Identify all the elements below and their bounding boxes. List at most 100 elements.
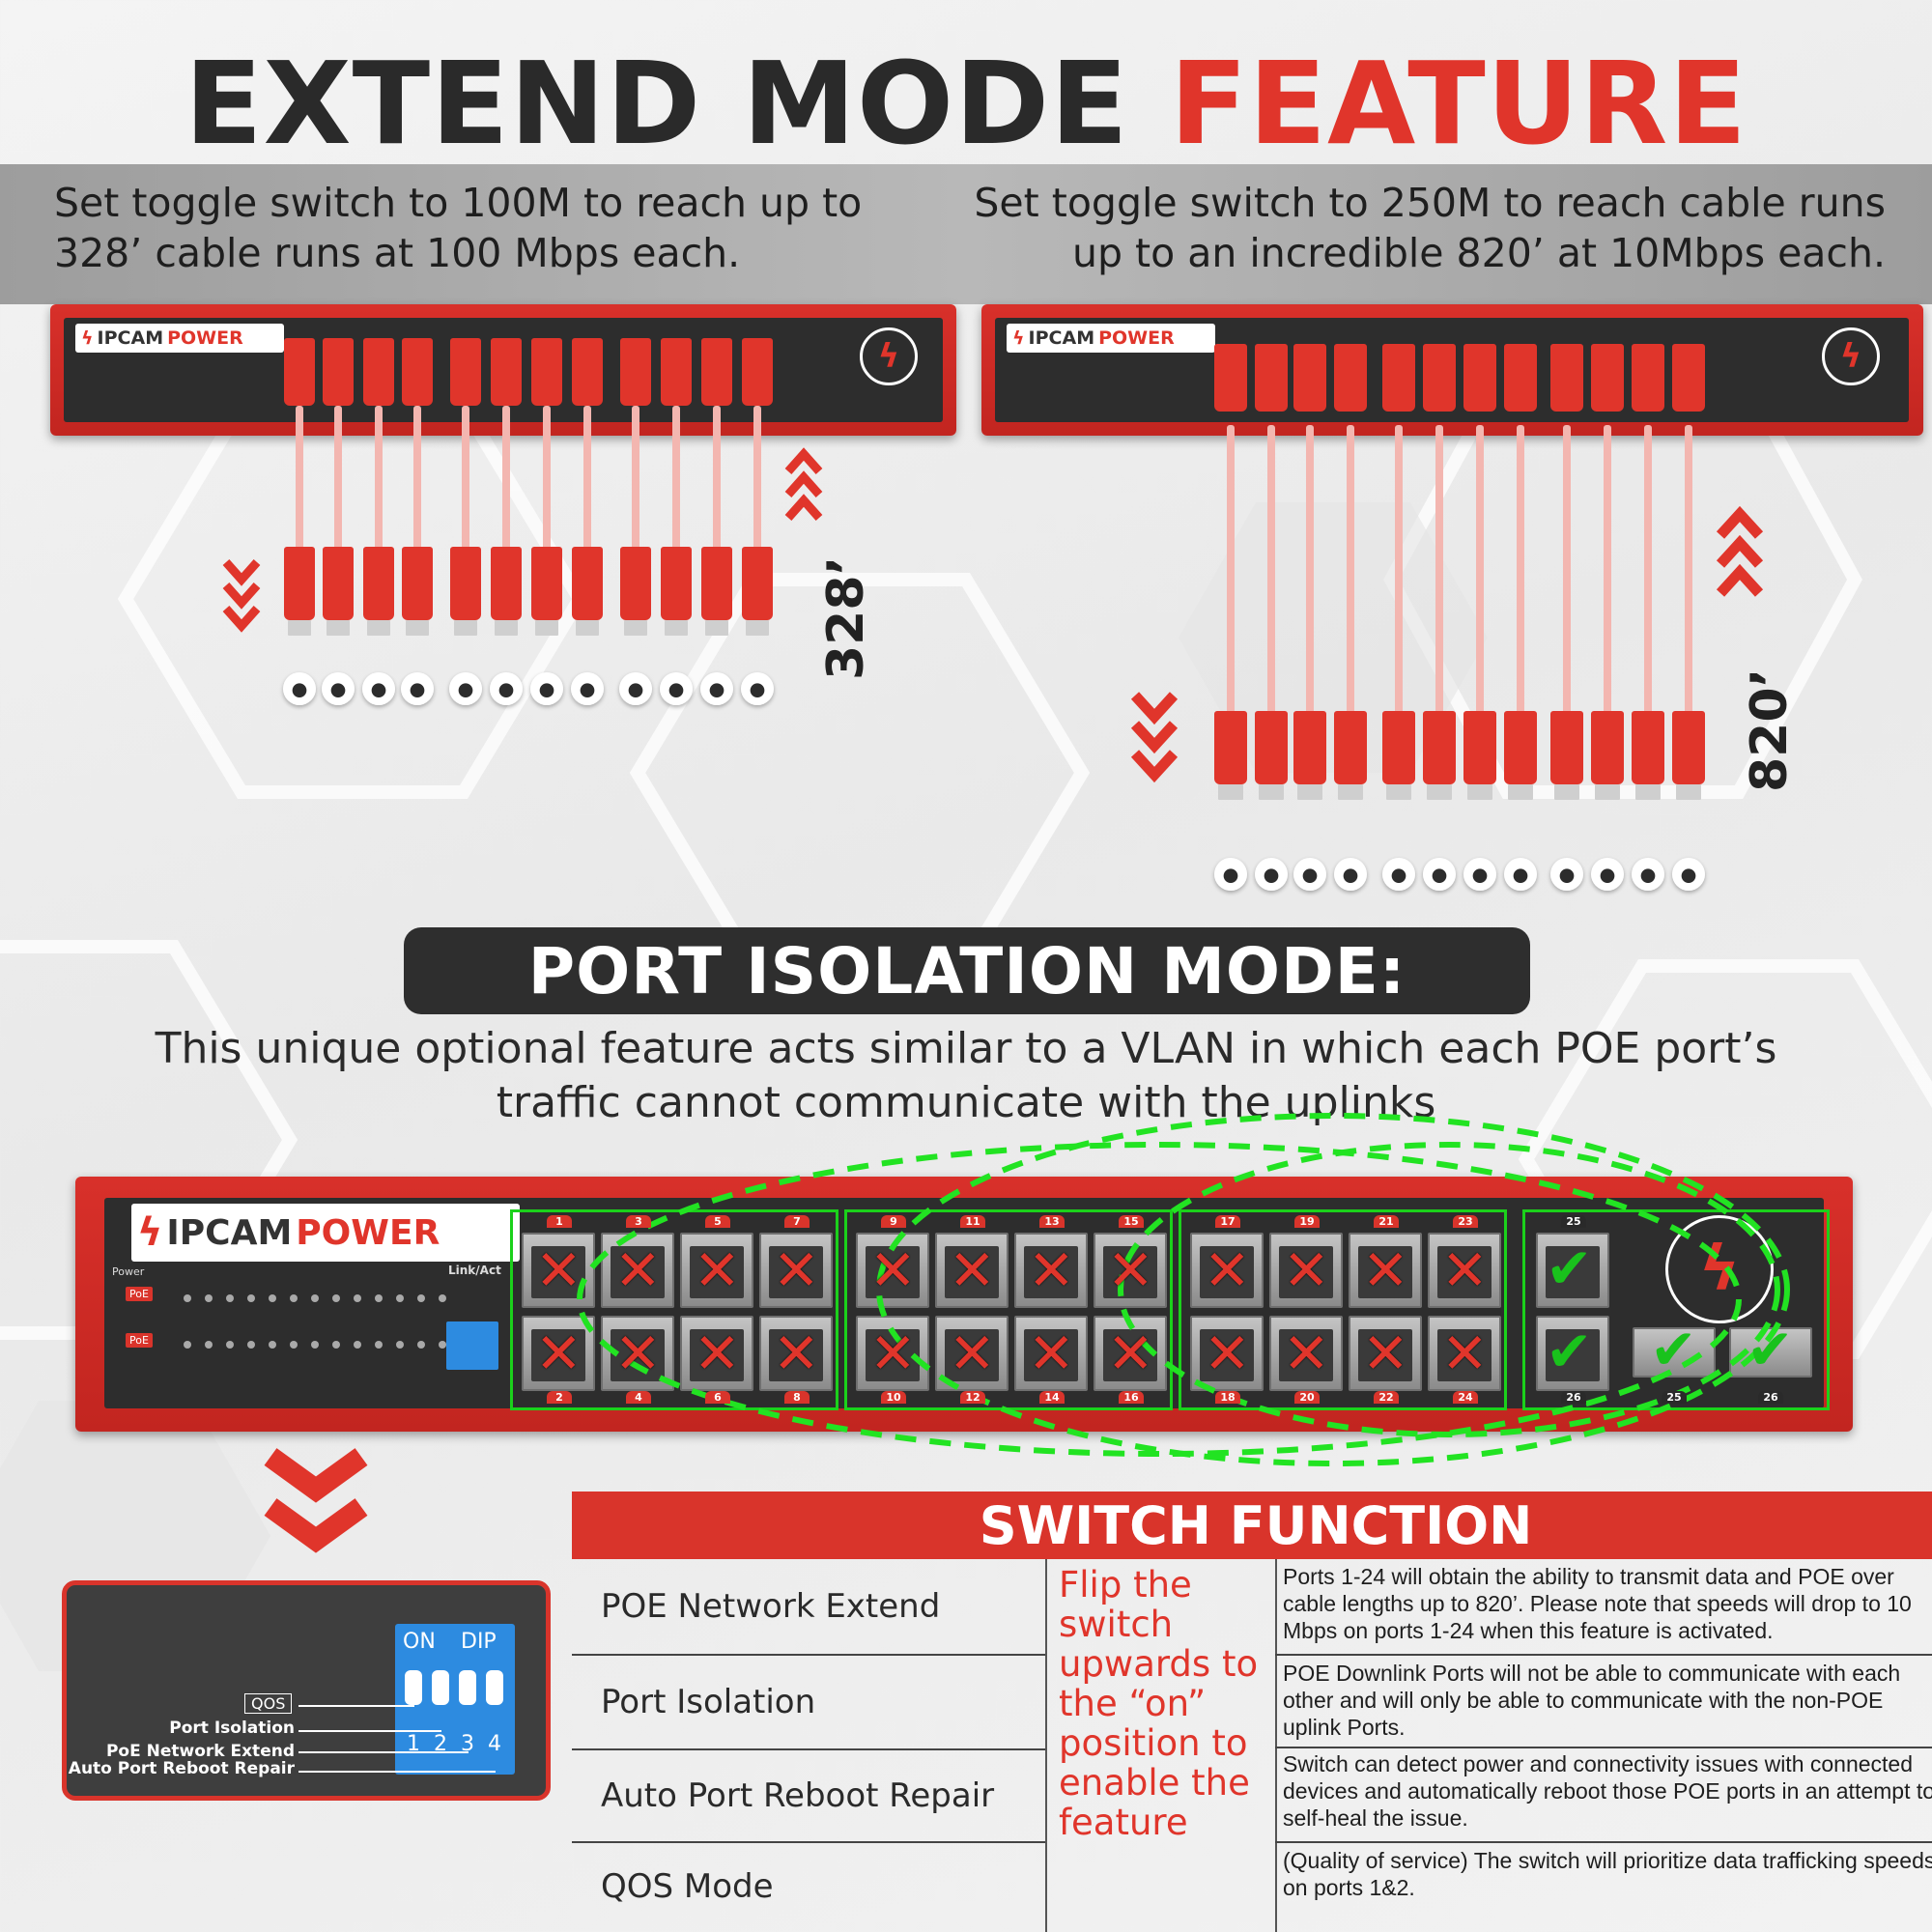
sfp-port [1633, 1327, 1716, 1378]
rj45-plug-tip [665, 620, 688, 636]
rj45-plug-tip [1297, 784, 1322, 800]
bolt-icon: ϟ [81, 327, 94, 349]
rj45-port [935, 1316, 1009, 1391]
rj45-plug [323, 547, 354, 620]
flip-instruction: Flip the switch upwards to the “on” posi… [1059, 1564, 1259, 1843]
extend-100m-text: Set toggle switch to 100M to reach up to… [54, 180, 863, 276]
camera-icon [741, 672, 774, 705]
rj45-port [1349, 1316, 1422, 1391]
port-number-label: 22 [1374, 1391, 1399, 1404]
rj45-plug [491, 338, 522, 406]
ethernet-cable [1685, 425, 1692, 715]
led-indicator [290, 1294, 298, 1302]
rj45-port [1190, 1316, 1264, 1391]
rj45-plug [1255, 344, 1288, 412]
rj45-plug [1293, 711, 1326, 784]
led-indicator [439, 1341, 446, 1349]
rj45-plug [1550, 344, 1583, 412]
blocked-x-icon: ✕ [614, 1237, 662, 1303]
ethernet-cable [462, 406, 469, 551]
port-number-label: 2 [547, 1391, 572, 1404]
blocked-x-icon: ✕ [1204, 1321, 1251, 1386]
rj45-plug-tip [1259, 784, 1284, 800]
port-number-label: 18 [1215, 1391, 1240, 1404]
rj45-port [522, 1316, 595, 1391]
dip-lever-2[interactable] [432, 1670, 449, 1705]
led-indicator [417, 1341, 425, 1349]
rj45-port [1349, 1233, 1422, 1308]
dip-switch[interactable]: ON DIP 1 2 3 4 [395, 1624, 515, 1775]
blocked-x-icon: ✕ [869, 1237, 917, 1303]
poe-label-bottom: PoE [126, 1333, 153, 1348]
rj45-plug-tip [624, 620, 647, 636]
ethernet-cable [1306, 425, 1314, 715]
led-indicator [311, 1341, 319, 1349]
rj45-plug [1632, 344, 1664, 412]
rj45-plug [450, 338, 481, 406]
rj45-plug-tip [327, 620, 350, 636]
rj45-plug [1632, 711, 1664, 784]
rj45-plug [620, 547, 651, 620]
rj45-plug [1382, 711, 1415, 784]
rj45-port [680, 1233, 753, 1308]
blocked-x-icon: ✕ [535, 1237, 582, 1303]
rj45-port [1014, 1233, 1088, 1308]
rj45-port [1269, 1316, 1343, 1391]
up-chevron-icon [784, 447, 823, 521]
port-number-label: 1 [547, 1215, 572, 1228]
blocked-x-icon: ✕ [869, 1321, 917, 1386]
blocked-x-icon: ✕ [1204, 1237, 1251, 1303]
rj45-port [759, 1233, 833, 1308]
camera-icon [1672, 858, 1705, 891]
dip-lever-1[interactable] [405, 1670, 422, 1705]
rj45-plug-tip [1386, 784, 1411, 800]
led-indicator [269, 1294, 276, 1302]
camera-icon [362, 672, 395, 705]
ethernet-cable [502, 406, 510, 551]
camera-icon [1293, 858, 1326, 891]
dip-lever-3[interactable] [459, 1670, 476, 1705]
port-number-label: 11 [960, 1215, 985, 1228]
port-number-label: 12 [960, 1391, 985, 1404]
rj45-plug [1334, 711, 1367, 784]
camera-icon [530, 672, 563, 705]
rj45-plug-tip [1427, 784, 1452, 800]
bolt-icon: ϟ [860, 327, 918, 385]
led-indicator [439, 1294, 446, 1302]
row-name-poe-extend: POE Network Extend [601, 1587, 941, 1626]
led-indicator [375, 1294, 383, 1302]
led-indicator [226, 1341, 234, 1349]
network-extend-caption: PoE Network Extend [105, 1742, 295, 1761]
dip-number-1: 1 [407, 1732, 420, 1756]
port-number-label: 21 [1374, 1215, 1399, 1228]
rj45-port [1428, 1233, 1501, 1308]
row-desc-port-isolation: POE Downlink Ports will not be able to c… [1283, 1661, 1901, 1740]
rj45-plug [1382, 344, 1415, 412]
camera-icon [1334, 858, 1367, 891]
port-number-label: 5 [705, 1215, 730, 1228]
led-indicator [269, 1341, 276, 1349]
auto-repair-caption: Auto Port Reboot Repair [68, 1759, 295, 1778]
rj45-plug [572, 547, 603, 620]
rj45-plug [284, 547, 315, 620]
ethernet-cable [1604, 425, 1611, 715]
led-indicator [396, 1294, 404, 1302]
dip-lever-4[interactable] [486, 1670, 503, 1705]
camera-icon [449, 672, 482, 705]
camera-icon [700, 672, 733, 705]
blocked-x-icon: ✕ [1028, 1237, 1075, 1303]
rj45-plug-tip [1554, 784, 1579, 800]
rj45-plug-tip [1508, 784, 1533, 800]
rj45-port [522, 1233, 595, 1308]
rj45-plug [572, 338, 603, 406]
ethernet-cable [1563, 425, 1571, 715]
rj45-plug-tip [1467, 784, 1492, 800]
blocked-x-icon: ✕ [949, 1237, 996, 1303]
led-indicator [205, 1341, 213, 1349]
rj45-plug [363, 547, 394, 620]
port-group-poe [1179, 1209, 1507, 1410]
port-number-label: 3 [626, 1215, 651, 1228]
ethernet-cable [1476, 425, 1484, 715]
ethernet-cable [1347, 425, 1354, 715]
distance-820-label: 820’ [1741, 668, 1799, 792]
